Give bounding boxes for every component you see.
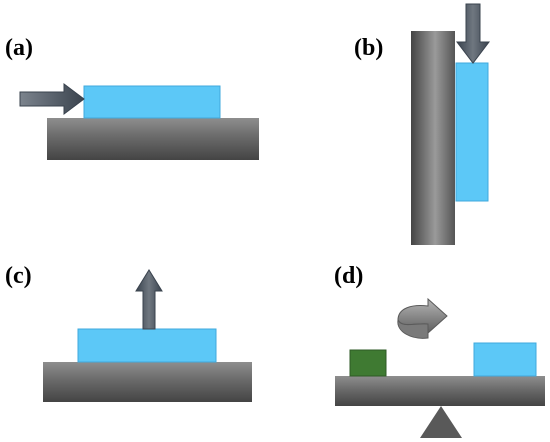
- block-d: [473, 342, 537, 377]
- arrow-up-icon: [135, 269, 163, 330]
- wall-b: [411, 31, 455, 245]
- panel-label-d: (d): [334, 263, 363, 289]
- block-a: [83, 85, 221, 119]
- panel-label-c: (c): [5, 263, 32, 289]
- panel-label-a: (a): [5, 35, 33, 61]
- panel-a: (a): [5, 35, 259, 160]
- surface-a: [47, 118, 259, 160]
- rotate-arrow-icon: [397, 297, 448, 339]
- block-b: [455, 62, 489, 202]
- panel-d: (d): [334, 263, 545, 438]
- arrow-down-icon: [455, 3, 491, 64]
- panel-b: (b): [354, 3, 491, 245]
- panel-label-b: (b): [354, 35, 383, 61]
- arrow-right-icon: [19, 83, 85, 115]
- weight-d: [349, 349, 387, 377]
- surface-c: [43, 362, 252, 402]
- block-c: [77, 328, 217, 363]
- panel-c: (c): [5, 263, 252, 402]
- fulcrum-d: [420, 406, 462, 438]
- beam-d: [335, 376, 545, 406]
